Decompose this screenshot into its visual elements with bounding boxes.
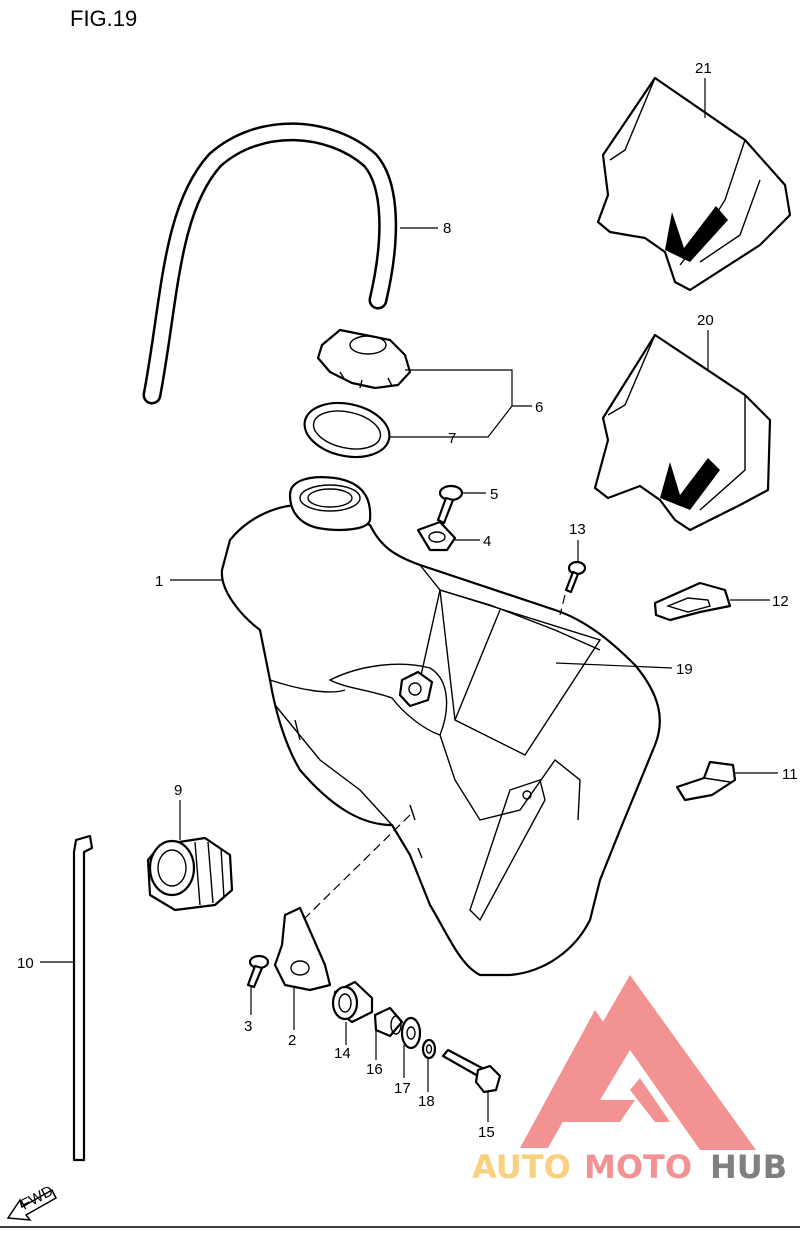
callout-16: 16 [366,1061,383,1078]
callout-labels: 1 2 3 4 5 6 7 8 9 10 11 12 13 14 15 16 1… [17,60,798,1141]
part-11-rubber [675,760,737,802]
callout-21: 21 [695,60,712,77]
part-16-collar [373,1006,404,1038]
part-4-cushion [416,520,457,552]
callout-12: 12 [772,593,789,610]
part-14-damper [331,980,374,1024]
part-12-strap [653,581,732,622]
part-10-cable-tie [72,834,94,1162]
watermark-moto: MOTO [584,1148,692,1186]
part-18-washer [421,1038,437,1060]
watermark-auto: AUTO [472,1148,571,1186]
callout-9: 9 [174,782,182,799]
part-8-hose [142,122,398,405]
callout-15: 15 [478,1124,495,1141]
callout-7: 7 [448,430,456,447]
callout-5: 5 [490,486,498,503]
leader-lines [40,78,778,1122]
part-13-screw [564,560,587,594]
part-1-fuel-tank [220,476,661,977]
callout-14: 14 [334,1045,351,1062]
callout-10: 10 [17,955,34,972]
part-17-washer [400,1016,422,1050]
part-5-bolt [436,484,464,525]
figure-title: FIG.19 [70,6,138,31]
callout-6: 6 [535,399,543,416]
watermark-logo: AUTO MOTO HUB [472,975,787,1186]
part-15-bolt [441,1048,502,1094]
part-21-shroud [596,76,792,292]
callout-4: 4 [483,533,491,550]
part-3-bolt [246,954,270,989]
assembly-lines [304,594,566,919]
part-20-shroud [593,333,772,532]
callout-13: 13 [569,521,586,538]
callout-19: 19 [676,661,693,678]
callout-20: 20 [697,312,714,329]
callout-3: 3 [244,1018,252,1035]
part-2-bracket [273,906,332,992]
part-7-gasket [303,401,391,459]
callout-1: 1 [155,573,163,590]
callout-11: 11 [782,766,798,783]
callout-17: 17 [394,1080,411,1097]
watermark-hub: HUB [710,1148,787,1186]
callout-2: 2 [288,1032,296,1049]
part-9-grommet [146,836,234,912]
callout-18: 18 [418,1093,435,1110]
fwd-arrow-icon: FWD [6,1182,57,1221]
callout-8: 8 [443,220,451,237]
part-6-fuel-cap [316,328,412,390]
